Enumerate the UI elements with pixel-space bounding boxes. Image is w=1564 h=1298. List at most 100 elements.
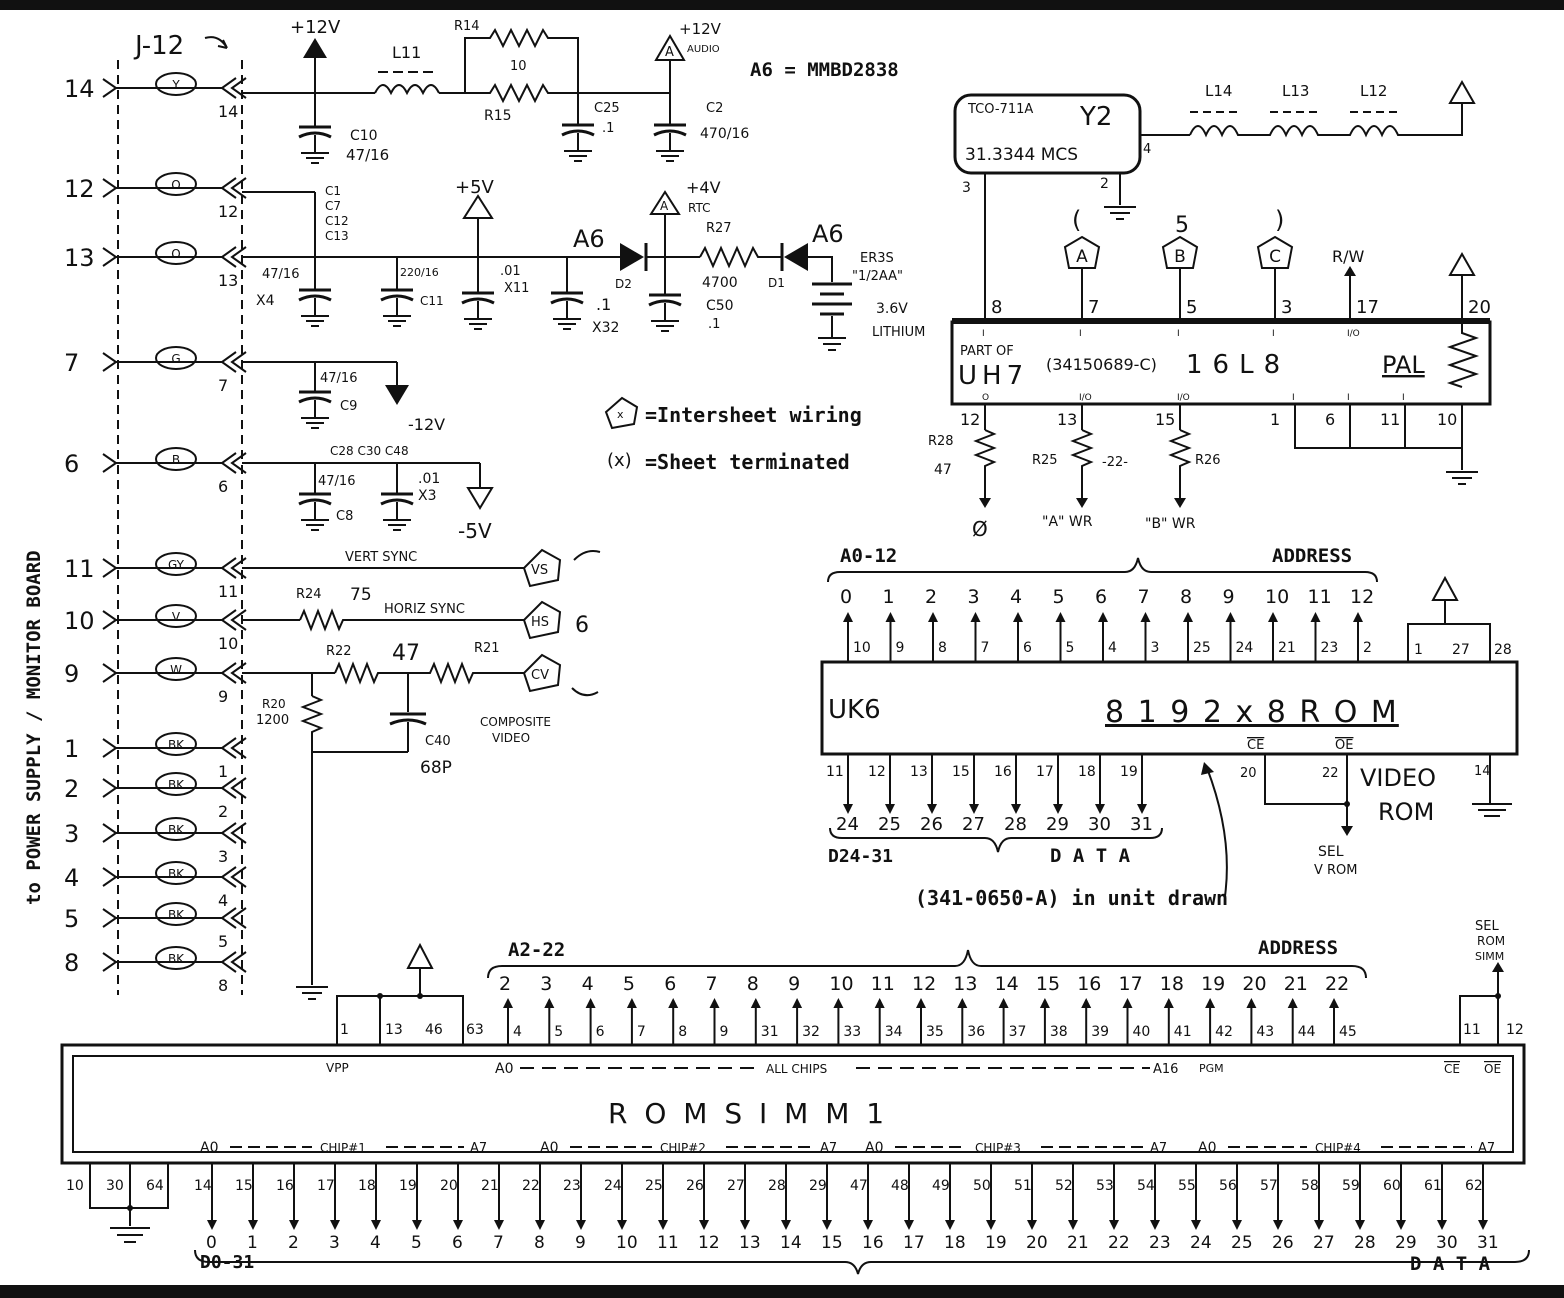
vrom-addr-pin: 9 — [896, 640, 905, 656]
wire-color-oval — [155, 657, 197, 681]
bottom-border — [0, 1285, 1564, 1298]
vrom-data-pin: 17 — [1036, 764, 1054, 780]
simm-data-label: D A T A — [1410, 1253, 1491, 1275]
l14-l13-l12-inductors — [1189, 103, 1463, 138]
c8-value: 47/16 — [318, 474, 355, 489]
pal-bottom-io: O — [982, 393, 989, 403]
simm-data-arrow — [617, 1220, 627, 1230]
simm-addr-pin: 42 — [1215, 1024, 1233, 1040]
c-group-qty: X4 — [256, 293, 275, 309]
simm-addr-pin: 6 — [596, 1024, 605, 1040]
vrom-data-arrow — [843, 804, 853, 814]
audio-label: AUDIO — [687, 44, 720, 55]
r20-value: 1200 — [256, 713, 289, 728]
sheet-5: 5 — [1175, 213, 1189, 238]
r28-label: R28 — [928, 434, 954, 449]
simm-ce: CE — [1444, 1062, 1460, 1076]
wire-color-label: W — [170, 663, 182, 677]
simm-data-pin: 60 — [1383, 1178, 1401, 1194]
simm-addr-pin: 33 — [843, 1024, 861, 1040]
pal-top-pin: 17 — [1356, 297, 1379, 318]
vrom-addr-arrow — [1098, 612, 1108, 622]
pal-unused-inputs — [1294, 404, 1463, 449]
video-rom-label: VIDEO — [1360, 764, 1436, 792]
pin-arrow-left — [102, 453, 118, 473]
c2-value: 470/16 — [700, 126, 749, 142]
pin-socket-right — [220, 737, 247, 759]
simm-data-bit: 18 — [944, 1233, 966, 1253]
connector-pin-left: 5 — [64, 905, 79, 933]
vrom-data-pin: 18 — [1078, 764, 1096, 780]
vrom-box — [820, 660, 1519, 756]
c11-capacitor — [380, 288, 414, 327]
connector-pin-left: 3 — [64, 820, 79, 848]
simm-addr-arrow — [874, 998, 885, 1008]
connector-pin-right: 2 — [218, 802, 228, 821]
wire-color-oval — [155, 72, 197, 96]
pal-number: (34150689-C) — [1046, 355, 1157, 374]
phi-label: Ø — [972, 517, 988, 541]
simm-addr-bit: 7 — [706, 973, 718, 995]
pal-bottom-pin: 6 — [1325, 410, 1335, 429]
simm-data-pin: 48 — [891, 1178, 909, 1194]
p4v-label: +4V — [686, 178, 721, 197]
simm-data-bit: 15 — [821, 1233, 843, 1253]
d1-label: D1 — [768, 276, 785, 290]
d2-diode — [620, 243, 644, 271]
simm-addr-arrow — [833, 998, 844, 1008]
r27-value: 4700 — [702, 275, 738, 291]
simm-addr-pin: 37 — [1009, 1024, 1027, 1040]
c9-label: C9 — [340, 399, 357, 414]
c-group-3: C12 — [325, 214, 349, 228]
simm-addr-pin: 34 — [885, 1024, 903, 1040]
connector-pin-right: 7 — [218, 376, 228, 395]
simm-addr-bit: 2 — [499, 973, 511, 995]
simm-inner — [72, 1055, 1514, 1153]
simm-data-bit: 29 — [1395, 1233, 1417, 1253]
vrom-addr-pin: 6 — [1023, 640, 1032, 656]
simm-bus-label: A2-22 — [508, 939, 565, 961]
vrom-data-bit: 24 — [836, 814, 859, 835]
simm-data-bit: 0 — [206, 1233, 217, 1253]
simm-data-pin: 23 — [563, 1178, 581, 1194]
vrom-addr-pin: 24 — [1236, 640, 1254, 656]
vrom-data-arrow — [1011, 804, 1021, 814]
simm-vcc-dot2 — [417, 993, 423, 999]
pal-bottom-pin: 1 — [1270, 410, 1280, 429]
simm-addr-arrow — [750, 998, 761, 1008]
connector-pin-right: 3 — [218, 847, 228, 866]
composite-label: COMPOSITE — [480, 715, 551, 729]
simm-sel-3: SIMM — [1475, 950, 1504, 963]
pal-bottom-io: I — [1292, 393, 1295, 403]
pal-top-bar — [952, 318, 1490, 324]
simm-data-bit: 11 — [657, 1233, 679, 1253]
simm-addr-arrow — [503, 998, 513, 1008]
c50-capacitor — [648, 293, 682, 332]
vrom-sel-wire — [1264, 754, 1348, 805]
pin-arrow-left — [102, 352, 118, 372]
osc-part: TCO-711A — [967, 102, 1033, 117]
simm-addr-arrow — [1329, 998, 1339, 1008]
simm-data-arrow — [1232, 1220, 1242, 1230]
m5v-label: -5V — [458, 519, 492, 543]
oscillator-y2: TCO-711A Y2 31.3344 MCS 4 3 2 L14 L13 L1… — [953, 79, 1476, 220]
r22-r21-resistors — [334, 661, 524, 685]
r20-label: R20 — [262, 697, 286, 711]
c50-label: C50 — [706, 298, 734, 314]
simm-data-arrow — [289, 1220, 299, 1230]
c-group-value: 47/16 — [262, 267, 299, 282]
simm-data-arrow — [1355, 1220, 1365, 1230]
vrom-addr-pin: 25 — [1193, 640, 1211, 656]
pal-pullup — [1446, 322, 1480, 388]
simm-addr-pin: 7 — [637, 1024, 646, 1040]
vrom-pin14: 14 — [1474, 764, 1491, 779]
simm-data-arrow — [699, 1220, 709, 1230]
simm-data-pin: 47 — [850, 1178, 868, 1194]
vrom-ref: UK6 — [828, 695, 881, 725]
vrom-data-bit: 26 — [920, 814, 943, 835]
vrom-data-brace — [829, 827, 1163, 853]
pin-socket-right — [220, 822, 247, 844]
